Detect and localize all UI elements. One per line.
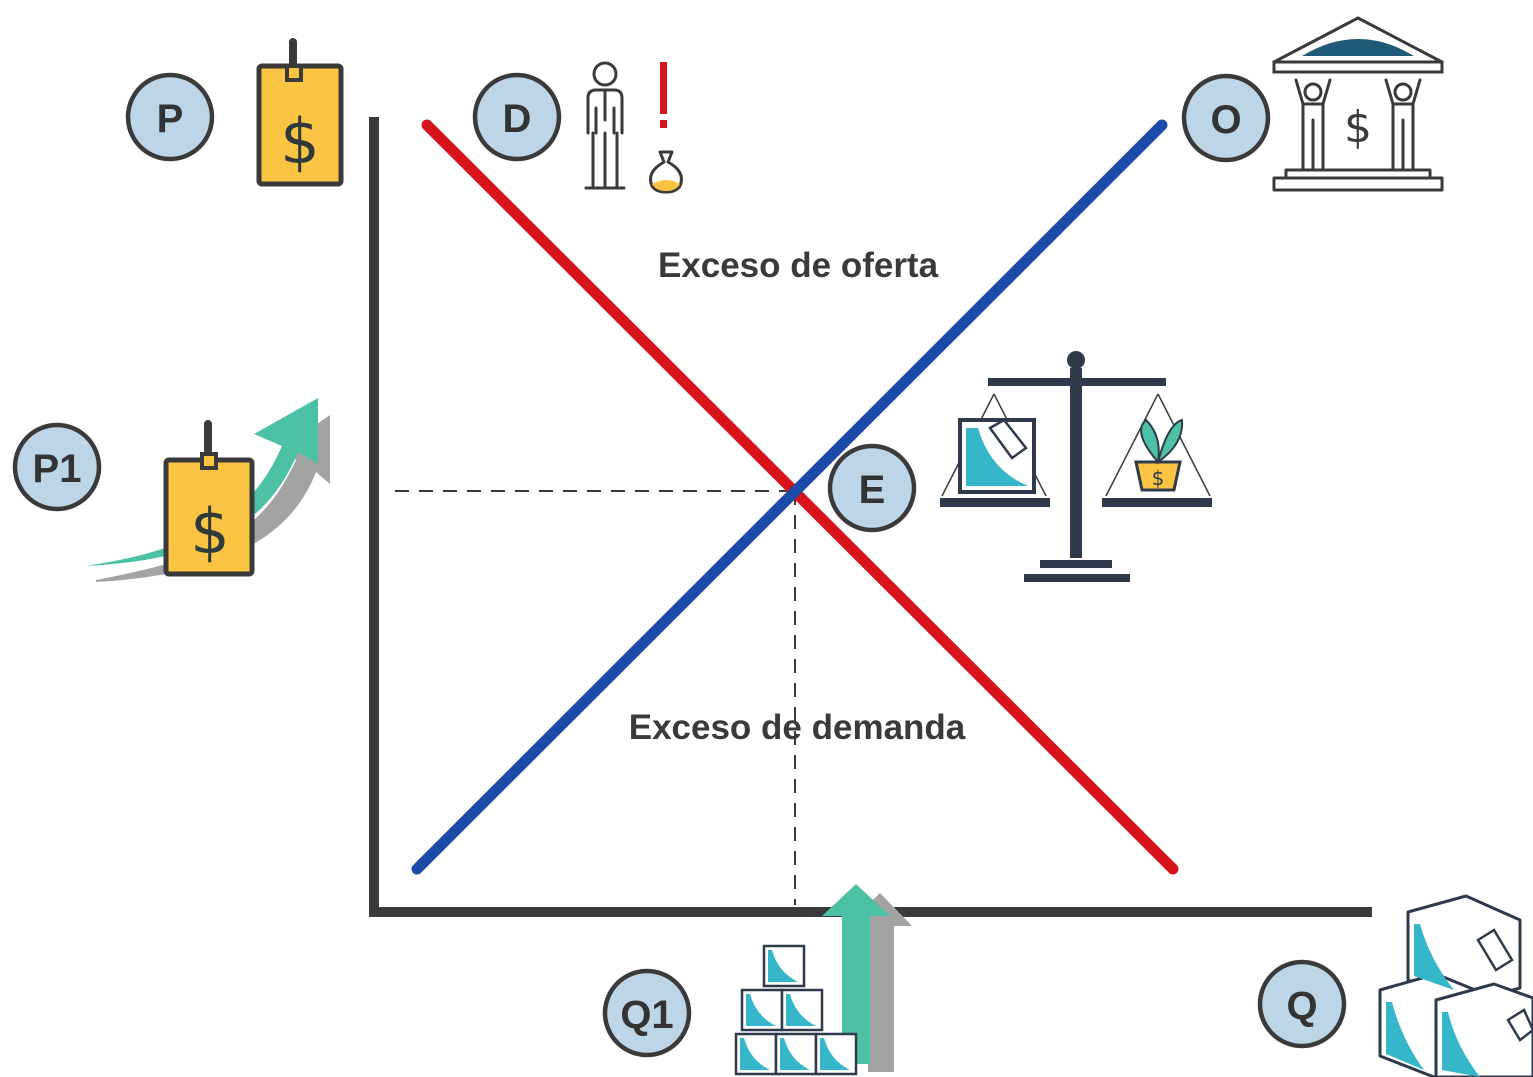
boxes-rising-arrow-icon: [734, 884, 912, 1076]
svg-text:$: $: [1152, 466, 1165, 490]
equilibrium-badge: E: [827, 443, 917, 533]
price-tag-dollar-icon: $: [256, 38, 344, 187]
demand-curve: [421, 119, 1179, 875]
excess-demand-label: Exceso de demanda: [629, 708, 966, 747]
quantity-badge: Q: [1257, 959, 1347, 1049]
bank-producers-icon: $: [1272, 16, 1444, 192]
svg-text:$: $: [190, 495, 229, 568]
svg-text:$: $: [280, 105, 319, 178]
excess-supply-label: Exceso de oferta: [658, 246, 939, 285]
quantity-1-badge: Q1: [602, 968, 692, 1058]
boxes-icon: [1378, 894, 1533, 1077]
equilibrium-badge-label: E: [859, 468, 886, 512]
price-badge: P: [125, 72, 215, 162]
supply-badge-label: O: [1210, 98, 1241, 142]
price-badge-label: P: [157, 97, 184, 141]
equilibrium-guides: [395, 490, 796, 905]
consumer-with-money-bag-icon: [584, 61, 683, 194]
balance-scale-icon: $: [940, 351, 1212, 582]
svg-text:$: $: [1344, 102, 1372, 153]
quantity-badge-label: Q: [1286, 984, 1317, 1028]
supply-curve: [411, 119, 1168, 875]
price-1-badge: P1: [12, 422, 102, 512]
quantity-1-badge-label: Q1: [620, 993, 673, 1037]
demand-badge: D: [472, 72, 562, 162]
price-1-badge-label: P1: [33, 447, 82, 491]
supply-badge: O: [1181, 73, 1271, 163]
price-tag-rising-arrow-icon: $: [86, 398, 330, 582]
demand-badge-label: D: [503, 97, 532, 141]
exclamation-icon: [660, 62, 667, 128]
